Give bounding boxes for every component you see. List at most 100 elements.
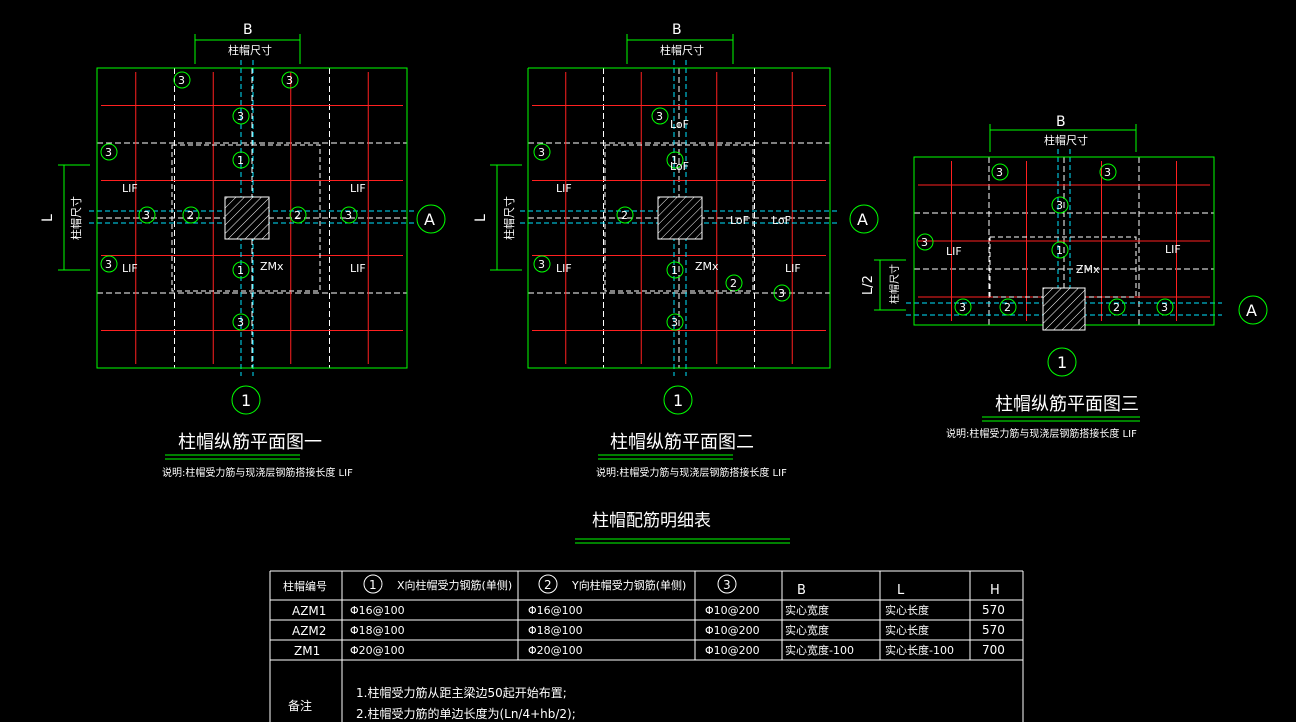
- plan-3-title: 柱帽纵筋平面图三: [995, 394, 1139, 415]
- plan-2-lof-1: LoF: [670, 118, 689, 131]
- plan-3-note: 说明:柱帽受力筋与现浇层钢筋搭接长度 LIF: [946, 427, 1137, 440]
- row-1-l: 实心长度: [885, 603, 929, 617]
- table-row: ZM1 Φ20@100 Φ20@100 Φ10@200 实心宽度-100 实心长…: [294, 643, 1005, 658]
- rebar-marker-3: 3: [1104, 166, 1111, 179]
- plan-2-axis-1: 1: [673, 391, 683, 410]
- plan-2-zm-label: ZMx: [695, 260, 719, 273]
- rebar-marker-3-circle: [138, 206, 156, 224]
- rebar-marker-3-circle: [954, 298, 972, 316]
- rebar-marker-2-circle: [999, 298, 1017, 316]
- rebar-marker-3-circle: [651, 107, 669, 125]
- plan-1-dim-l-sub: 柱帽尺寸: [69, 196, 83, 240]
- rebar-marker-3-circle: [533, 143, 551, 161]
- row-1-dist: Φ10@200: [705, 604, 760, 617]
- rebar-marker-3-circle: [991, 163, 1009, 181]
- rebar-marker-2-circle: [1108, 298, 1126, 316]
- remark-label: 备注: [288, 698, 312, 713]
- header-marker-3-circle: [717, 574, 737, 594]
- row-1-y: Φ16@100: [528, 604, 583, 617]
- plan-2-title: 柱帽纵筋平面图二: [610, 432, 754, 453]
- plan-2-axis-1-bubble: [663, 385, 693, 415]
- plan-1-cap-outline: [171, 144, 321, 292]
- remark-line-2: 2.柱帽受力筋的单边长度为(Ln/4+hb/2);: [356, 706, 576, 721]
- plan-3-lap-2: LIF: [1165, 243, 1181, 256]
- rebar-marker-3-circle: [173, 71, 191, 89]
- plan-2-axis-a-bubble: [849, 204, 879, 234]
- rebar-marker-3: 3: [237, 316, 244, 329]
- plan-1-dim-l: L: [40, 214, 56, 222]
- rebar-marker-3-circle: [1099, 163, 1117, 181]
- plan-1-dim-b: B: [243, 22, 253, 38]
- rebar-marker-3: 3: [105, 258, 112, 271]
- rebar-marker-3: 3: [656, 110, 663, 123]
- row-2-h: 570: [982, 623, 1005, 637]
- row-3-b: 实心宽度-100: [785, 643, 854, 657]
- schedule-header-x: X向柱帽受力钢筋(单侧): [397, 578, 512, 592]
- rebar-marker-3: 3: [286, 74, 293, 87]
- rebar-marker-1-circle: [666, 261, 684, 279]
- rebar-marker-3: 3: [178, 74, 185, 87]
- rebar-marker-3: 3: [143, 209, 150, 222]
- plan-1-zm-label: ZMx: [260, 260, 284, 273]
- plan-3-dim-b: B: [1056, 114, 1066, 130]
- row-2-dist: Φ10@200: [705, 624, 760, 637]
- rebar-schedule: 柱帽配筋明细表 柱帽编号 1 X向柱帽受力钢筋(单侧) 2: [269, 511, 1024, 722]
- plan-1-axis-a: A: [424, 210, 435, 229]
- rebar-marker-3: 3: [959, 301, 966, 314]
- plan-3-dim-l: L/2: [861, 275, 876, 295]
- rebar-marker-2-circle: [289, 206, 307, 224]
- rebar-marker-2: 2: [730, 277, 737, 290]
- plan-2-lap-3: LIF: [785, 262, 801, 275]
- rebar-marker-1: 1: [671, 154, 678, 167]
- rebar-marker-1-circle: [232, 261, 250, 279]
- rebar-marker-3: 3: [538, 146, 545, 159]
- plan-2-dim-b-sub: 柱帽尺寸: [660, 43, 704, 57]
- plan-2-dim-l-sub: 柱帽尺寸: [502, 196, 516, 240]
- schedule-header-l: L: [897, 583, 905, 598]
- plan-1-lap-3: LIF: [122, 262, 138, 275]
- plan-1-title: 柱帽纵筋平面图一: [178, 432, 322, 453]
- plan-3-axis-1: 1: [1057, 353, 1067, 372]
- schedule-header-b: B: [797, 583, 806, 598]
- row-1-x: Φ16@100: [350, 604, 405, 617]
- plan-3-zm-label: ZMx: [1076, 263, 1100, 276]
- rebar-marker-3: 3: [237, 110, 244, 123]
- plan-2-column: [657, 196, 703, 240]
- plan-1-column: [224, 196, 270, 240]
- rebar-marker-3: 3: [778, 287, 785, 300]
- table-row: AZM1 Φ16@100 Φ16@100 Φ10@200 实心宽度 实心长度 5…: [292, 603, 1005, 618]
- rebar-marker-3: 3: [671, 316, 678, 329]
- remark-line-1: 1.柱帽受力筋从距主梁边50起开始布置;: [356, 685, 567, 700]
- plan-2-dim-b: B: [672, 22, 682, 38]
- schedule-header-id: 柱帽编号: [283, 579, 327, 593]
- rebar-marker-3-circle: [1051, 196, 1069, 214]
- rebar-marker-1: 1: [671, 264, 678, 277]
- rebar-marker-3-circle: [773, 284, 791, 302]
- plan-3-axis-1-bubble: [1047, 347, 1077, 377]
- rebar-marker-3-circle: [232, 107, 250, 125]
- plan-1-lap-1: LIF: [122, 182, 138, 195]
- plan-3-cap-outline: [989, 236, 1137, 298]
- rebar-marker-1: 1: [1056, 244, 1063, 257]
- row-3-id: ZM1: [294, 644, 320, 658]
- rebar-marker-2-circle: [182, 206, 200, 224]
- schedule-header-row: 柱帽编号 1 X向柱帽受力钢筋(单侧) 2 Y向柱帽受力钢筋(单侧) 3 B L…: [283, 574, 1000, 598]
- rebar-marker-2-circle: [616, 206, 634, 224]
- rebar-marker-3-circle: [1156, 298, 1174, 316]
- rebar-marker-1-circle: [232, 151, 250, 169]
- rebar-marker-3-circle: [666, 313, 684, 331]
- rebar-marker-1-circle: [1051, 241, 1069, 259]
- rebar-marker-3-circle: [533, 255, 551, 273]
- rebar-marker-1: 1: [237, 154, 244, 167]
- schedule-grid: [269, 570, 1024, 722]
- rebar-marker-1-circle: [666, 151, 684, 169]
- plan-2-note: 说明:柱帽受力筋与现浇层钢筋搭接长度 LIF: [596, 466, 787, 479]
- row-3-h: 700: [982, 643, 1005, 657]
- schedule-header-h: H: [990, 583, 1000, 598]
- row-2-id: AZM2: [292, 624, 326, 638]
- row-2-l: 实心长度: [885, 623, 929, 637]
- rebar-marker-1: 1: [237, 264, 244, 277]
- plan-2-dim-l: L: [473, 214, 489, 222]
